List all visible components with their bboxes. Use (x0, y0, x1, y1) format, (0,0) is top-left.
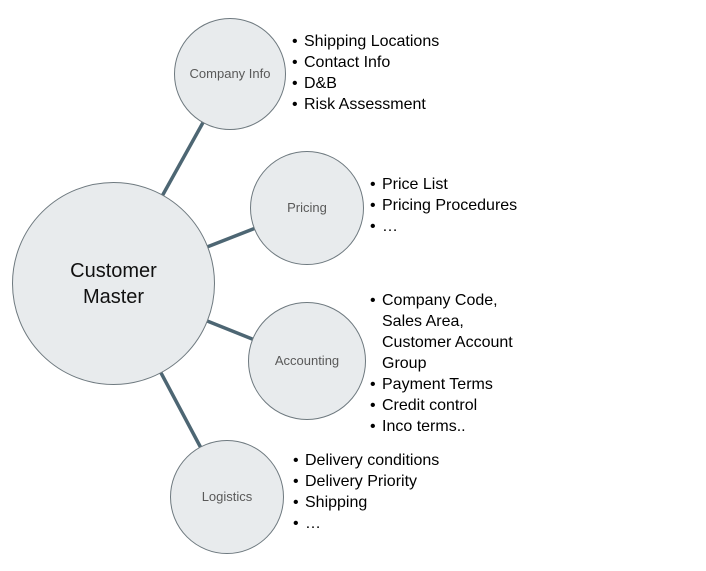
list-item-text: D&B (304, 75, 337, 92)
list-item: • … (370, 216, 575, 237)
bullet-icon: • (292, 33, 298, 50)
pricing-bullet-list: • Price List • Pricing Procedures • … (370, 174, 575, 237)
bullet-icon: • (370, 292, 376, 309)
list-item-text: Inco terms.. (382, 418, 466, 435)
list-item-text: Shipping (305, 494, 368, 511)
bullet-icon: • (293, 473, 299, 490)
list-item: • Contact Info (292, 52, 502, 73)
customer-master-label: Customer Master (70, 259, 157, 308)
bullet-icon: • (370, 176, 376, 193)
list-item-text: Price List (382, 176, 448, 193)
list-item: • Shipping (293, 492, 498, 513)
bullet-icon: • (370, 397, 376, 414)
logistics-label: Logistics (201, 489, 253, 504)
list-item: • D&B (292, 73, 502, 94)
list-item: • Inco terms.. (370, 416, 522, 437)
node-customer-master: Customer Master (12, 182, 215, 385)
bullet-icon: • (370, 218, 376, 235)
bullet-icon: • (292, 96, 298, 113)
list-item-text: Company Code, Sales Area, Customer Accou… (382, 292, 513, 372)
pricing-label: Pricing (287, 200, 327, 215)
bullet-icon: • (292, 54, 298, 71)
node-accounting: Accounting (248, 302, 366, 420)
accounting-bullet-list: • Company Code, Sales Area, Customer Acc… (370, 290, 522, 437)
list-item: • Shipping Locations (292, 31, 502, 52)
list-item-text: Pricing Procedures (382, 197, 518, 214)
list-item: • Delivery conditions (293, 450, 498, 471)
list-item-text: … (382, 218, 398, 235)
bullet-icon: • (293, 494, 299, 511)
bullet-icon: • (370, 376, 376, 393)
node-logistics: Logistics (170, 440, 284, 554)
list-item-text: Delivery Priority (305, 473, 418, 490)
list-item: • Payment Terms (370, 374, 522, 395)
node-company-info: Company Info (174, 18, 286, 130)
list-item: • Risk Assessment (292, 94, 502, 115)
logistics-bullet-list: • Delivery conditions • Delivery Priorit… (293, 450, 498, 534)
list-item-text: … (305, 515, 321, 532)
bullet-icon: • (293, 452, 299, 469)
list-item: • Price List (370, 174, 575, 195)
list-item-text: Delivery conditions (305, 452, 440, 469)
company-info-label: Company Info (189, 66, 271, 81)
list-item: • Delivery Priority (293, 471, 498, 492)
list-item: • Credit control (370, 395, 522, 416)
list-item-text: Credit control (382, 397, 478, 414)
bullet-icon: • (370, 418, 376, 435)
node-pricing: Pricing (250, 151, 364, 265)
list-item-text: Risk Assessment (304, 96, 426, 113)
accounting-label: Accounting (274, 353, 340, 368)
bullet-icon: • (370, 197, 376, 214)
list-item: • Company Code, Sales Area, Customer Acc… (370, 290, 522, 374)
list-item-text: Contact Info (304, 54, 391, 71)
company-info-bullet-list: • Shipping Locations • Contact Info • D&… (292, 31, 502, 115)
list-item: • … (293, 513, 498, 534)
bullet-icon: • (292, 75, 298, 92)
list-item: • Pricing Procedures (370, 195, 575, 216)
list-item-text: Payment Terms (382, 376, 493, 393)
bullet-icon: • (293, 515, 299, 532)
list-item-text: Shipping Locations (304, 33, 440, 50)
